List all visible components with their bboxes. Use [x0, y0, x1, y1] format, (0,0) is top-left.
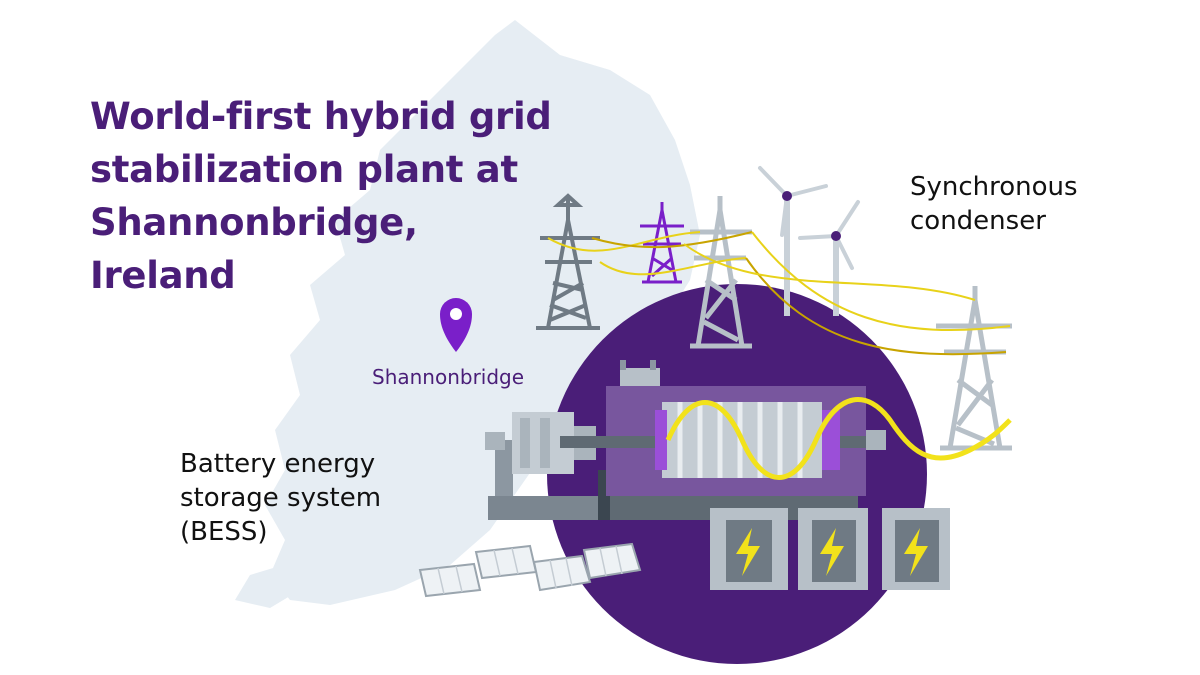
- solar-panel-icon: [418, 542, 642, 598]
- label-line: Battery energy: [180, 449, 376, 479]
- pylon-icon: [690, 196, 752, 349]
- label-line: storage system: [180, 483, 382, 513]
- bess-label: Battery energy storage system (BESS): [180, 447, 381, 549]
- battery-unit: [798, 508, 868, 590]
- pylon-icon: [936, 286, 1012, 451]
- title-line: Ireland: [90, 254, 236, 297]
- location-label: Shannonbridge: [372, 365, 525, 389]
- battery-unit: [710, 508, 788, 590]
- lightning-bolt-icon: [820, 528, 844, 576]
- pylon-icon: [536, 193, 600, 330]
- map-pin-icon: [440, 298, 472, 352]
- power-lines: [547, 231, 1011, 356]
- sine-wave: [665, 397, 1012, 480]
- lightning-bolt-icon: [736, 528, 760, 576]
- synchronous-condenser-label: Synchronous condenser: [910, 170, 1078, 238]
- title-line: Shannonbridge,: [90, 201, 418, 244]
- generator-housing: [560, 360, 886, 496]
- label-line: (BESS): [180, 517, 268, 547]
- label-line: condenser: [910, 206, 1046, 236]
- title-line: World-first hybrid grid: [90, 95, 552, 138]
- ireland-map-detail: [235, 560, 300, 608]
- wind-turbine-icon: [758, 166, 828, 316]
- title-line: stabilization plant at: [90, 148, 518, 191]
- lightning-bolt-icon: [904, 528, 928, 576]
- pylon-icon: [640, 202, 684, 284]
- battery-unit: [882, 508, 950, 590]
- ireland-map: [265, 20, 700, 605]
- page-title: World-first hybrid grid stabilization pl…: [90, 90, 560, 302]
- wind-turbine-icon: [798, 200, 860, 316]
- exciter-unit: [485, 412, 596, 496]
- label-line: Synchronous: [910, 172, 1078, 202]
